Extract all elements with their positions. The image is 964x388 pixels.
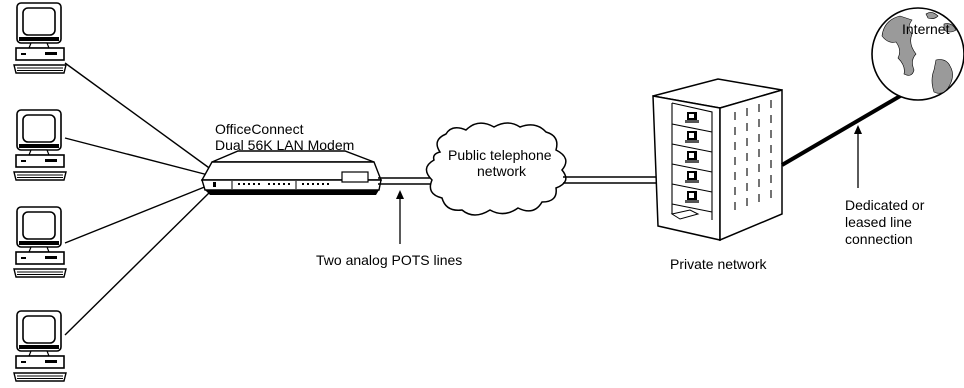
- dedicated-label-line-1: Dedicated or: [845, 197, 925, 213]
- private-network-label: Private network: [670, 256, 767, 272]
- private-network-building: [652, 78, 783, 242]
- cloud-to-building-lines: [563, 176, 671, 184]
- modem-device: [200, 150, 383, 195]
- cloud-label-line-2: network: [477, 163, 527, 179]
- internet-globe: [871, 7, 964, 101]
- computer-4: [13, 310, 67, 382]
- telephone-cloud: [425, 122, 567, 216]
- modem-name-line-1: OfficeConnect: [215, 121, 304, 137]
- pots-lines: [378, 177, 434, 185]
- pots-label: Two analog POTS lines: [316, 252, 463, 268]
- computer-2: [13, 109, 67, 181]
- cloud-label-line-1: Public telephone: [448, 147, 552, 163]
- leased-line-arrow: [854, 125, 862, 188]
- computer-3: [13, 206, 67, 278]
- modem-name-line-2: Dual 56K LAN Modem: [215, 137, 355, 153]
- dedicated-label-line-2: leased line: [845, 214, 912, 230]
- internet-label: Internet: [902, 21, 950, 37]
- dedicated-label-line-3: connection: [845, 231, 913, 247]
- leased-line: [780, 90, 909, 167]
- lan-connections: [64, 62, 213, 336]
- computer-1: [13, 2, 67, 74]
- pots-arrow: [396, 190, 404, 244]
